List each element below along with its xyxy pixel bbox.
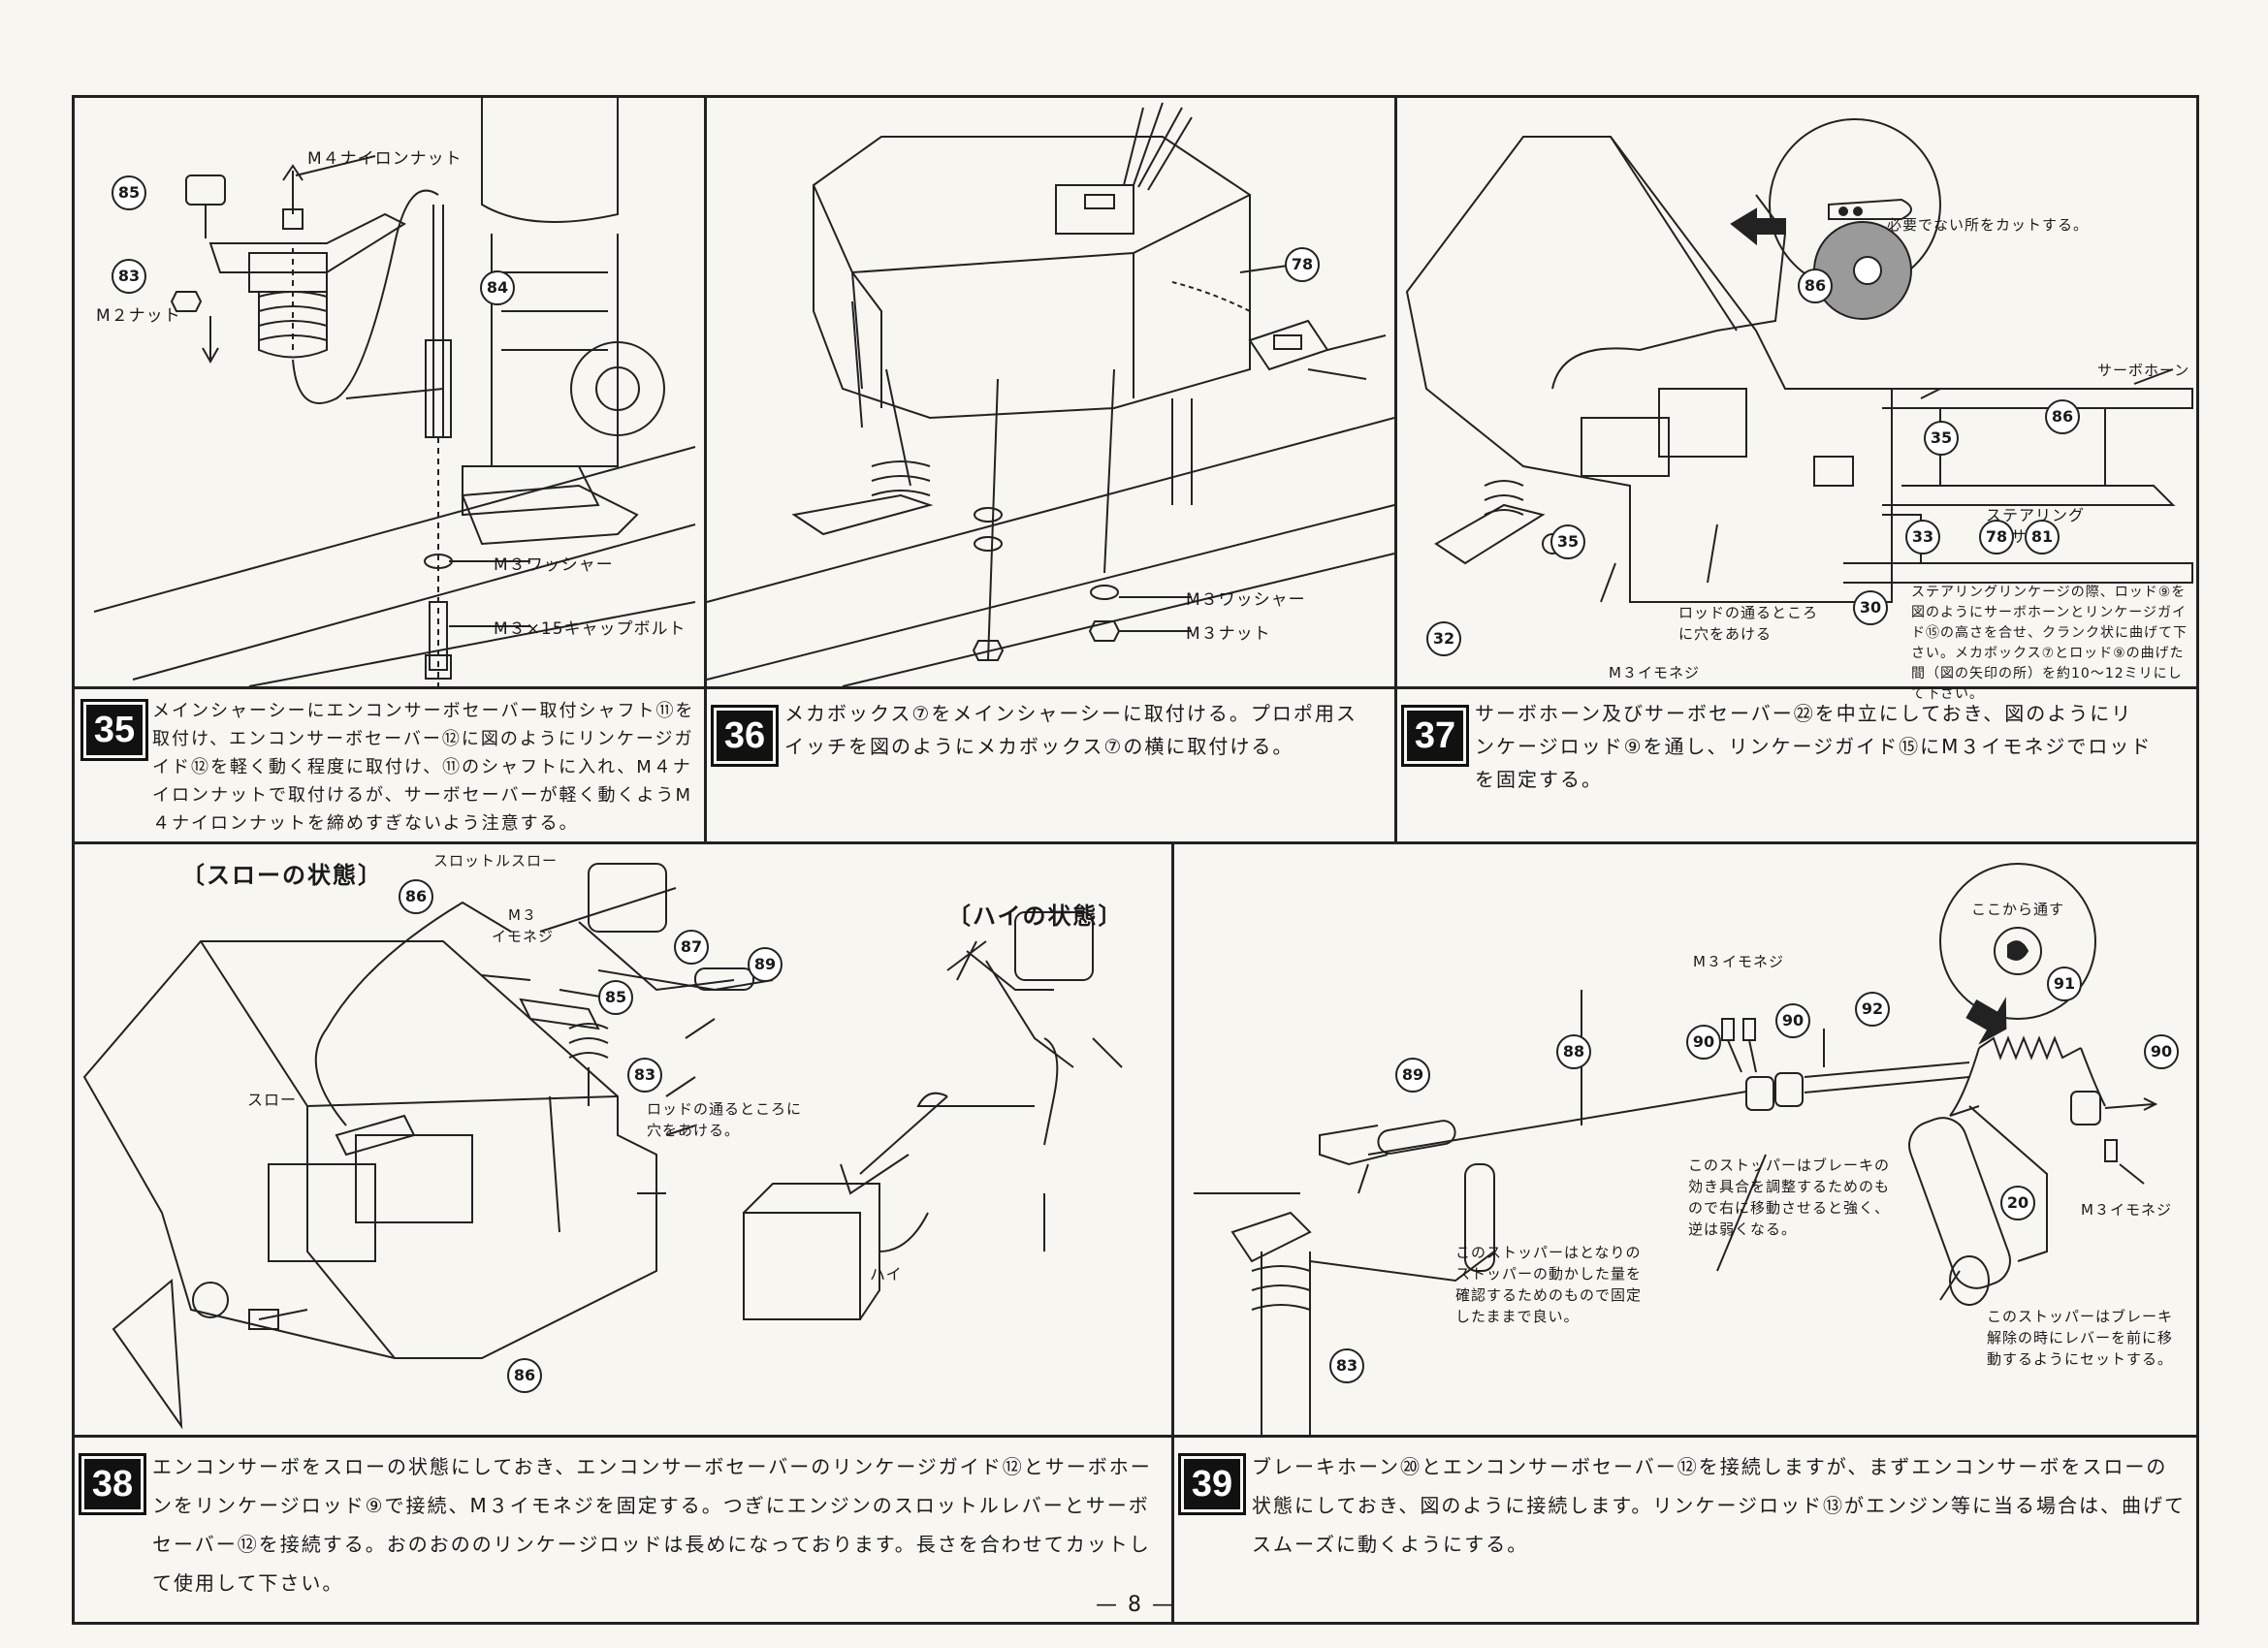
- label-m3-39-a: M３イモネジ: [1693, 953, 1784, 970]
- title-high-state: 〔ハイの状態〕: [947, 903, 1124, 930]
- part-86-38-b: 86: [507, 1358, 542, 1393]
- title-slow-state: 〔スローの状態〕: [181, 862, 383, 889]
- part-92: 92: [1855, 992, 1890, 1027]
- part-88: 88: [1556, 1034, 1591, 1069]
- divider-row1: [72, 686, 2199, 689]
- part-20: 20: [2000, 1186, 2035, 1220]
- part-90-c: 90: [2144, 1034, 2179, 1069]
- part-86-37-b: 86: [2045, 399, 2080, 434]
- step-text: サーボホーン及びサーボセーバー㉒を中立にしておき、図のようにリンケージロッド⑨を…: [1475, 702, 2153, 791]
- step-35: 35 メインシャーシーにエンコンサーボセーバー取付シャフト⑪を取付け、エンコンサ…: [75, 689, 704, 841]
- label-cap-bolt: M３×15キャップボルト: [494, 619, 687, 639]
- page-number: — 8 —: [1096, 1593, 1175, 1617]
- label-cut: 必要でない所をカットする。: [1887, 216, 2090, 234]
- part-90-a: 90: [1686, 1025, 1721, 1060]
- part-35-37-a: 35: [1924, 421, 1959, 456]
- step-38: 38 エンコンサーボをスローの状態にしておき、エンコンサーボセーバーのリンケージ…: [75, 1438, 1171, 1625]
- divider-bottom: [1171, 841, 1174, 1625]
- part-81: 81: [2025, 520, 2060, 555]
- steering-linkage-illustration: [1405, 118, 2193, 603]
- step-36: 36 メカボックス⑦をメインシャーシーに取付ける。プロポ用スイッチを図のようにメ…: [707, 689, 1394, 841]
- diagram-38: 〔スローの状態〕 スロットルスロー 86 M３ イモネジ 87 89 85 83…: [75, 844, 1171, 1435]
- step-37: 37 サーボホーン及びサーボセーバー㉒を中立にしておき、図のようにリンケージロッ…: [1397, 689, 2199, 841]
- label-slow: スロー: [247, 1091, 298, 1109]
- part-83: 83: [112, 259, 146, 294]
- label-m3-39-b: M３イモネジ: [2081, 1201, 2172, 1219]
- step-number: 38: [79, 1453, 146, 1515]
- label-washer: M３ワッシャー: [494, 555, 614, 575]
- step-text: メカボックス⑦をメインシャーシーに取付ける。プロポ用スイッチを図のようにメカボッ…: [784, 702, 1358, 758]
- part-78-37: 78: [1979, 520, 2014, 555]
- diagram-39: ここから通す M３イモネジ 92 91 88 90 90 90 89 このストッ…: [1174, 844, 2199, 1435]
- label-servo-horn: サーボホーン: [2097, 362, 2190, 379]
- engine-servo-saver-illustration: [93, 98, 696, 689]
- step-text: エンコンサーボをスローの状態にしておき、エンコンサーボセーバーのリンケージガイド…: [152, 1455, 1152, 1595]
- diagram-35: M４ナイロンナット 85 83 M２ナット 84 M３ワッシャー M３×15キャ…: [75, 98, 704, 689]
- label-m2-nut: M２ナット: [96, 306, 181, 326]
- part-86-38-a: 86: [399, 879, 433, 914]
- part-87: 87: [674, 930, 709, 965]
- label-setscrew-37: M３イモネジ: [1609, 664, 1700, 681]
- step-number: 37: [1401, 705, 1469, 767]
- part-83-39: 83: [1329, 1348, 1364, 1383]
- stopper-note-1: このストッパーはブレーキの 効き具合を調整するためのも ので右に移動させると強く…: [1688, 1157, 1891, 1238]
- steering-note: ステアリングリンケージの際、ロッド⑨を図のようにサーボホーンとリンケージガイド⑮…: [1911, 585, 2188, 702]
- step-39: 39 ブレーキホーン⑳とエンコンサーボセーバー⑫を接続しますが、まずエンコンサー…: [1174, 1438, 2199, 1625]
- step-text: メインシャーシーにエンコンサーボセーバー取付シャフト⑪を取付け、エンコンサーボセ…: [152, 701, 695, 834]
- divider-top-2: [1394, 95, 1397, 843]
- part-84: 84: [480, 270, 515, 305]
- part-89-38: 89: [748, 947, 783, 982]
- stopper-note-3: このストッパーはブレーキ 解除の時にレバーを前に移 動するようにセットする。: [1987, 1308, 2174, 1368]
- label-hole-37: ロッドの通るところ に穴をあける: [1678, 604, 1819, 643]
- part-90-b: 90: [1775, 1003, 1810, 1038]
- throttle-linkage-illustration: [82, 863, 1123, 1430]
- diagram-37: 必要でない所をカットする。 86 サーボホーン 35 86 ステアリング サーボ…: [1397, 98, 2199, 702]
- label-m3-38: M３ イモネジ: [492, 906, 555, 945]
- part-33: 33: [1905, 520, 1940, 555]
- stopper-note-2: このストッパーはとなりの ストッパーの動かした量を 確認するためのもので固定 し…: [1455, 1244, 1643, 1325]
- mecha-box-illustration: [706, 102, 1395, 687]
- part-86-37: 86: [1798, 269, 1833, 303]
- part-83-38: 83: [627, 1058, 662, 1093]
- divider-top-1: [704, 95, 707, 843]
- part-91: 91: [2047, 967, 2082, 1001]
- divider-row2: [72, 841, 2199, 844]
- part-32: 32: [1426, 621, 1461, 656]
- label-pass-here: ここから通す: [1971, 901, 2065, 918]
- label-nylon-nut: M４ナイロンナット: [307, 149, 463, 169]
- page-frame: [72, 95, 2199, 1625]
- step-number: 35: [80, 699, 148, 761]
- part-89-39: 89: [1395, 1058, 1430, 1093]
- label-hole-38: ロッドの通るところに 穴をあける。: [647, 1100, 803, 1139]
- divider-row3: [72, 1435, 2199, 1438]
- part-78: 78: [1285, 247, 1320, 282]
- diagram-36: 78 M３ワッシャー M３ナット: [706, 98, 1395, 687]
- step-number: 36: [711, 705, 779, 767]
- label-throttle-slow: スロットルスロー: [433, 852, 559, 870]
- label-high: ハイ: [870, 1265, 903, 1284]
- part-85-38: 85: [598, 980, 633, 1015]
- part-30: 30: [1853, 590, 1888, 625]
- part-85: 85: [112, 175, 146, 210]
- step-text: ブレーキホーン⑳とエンコンサーボセーバー⑫を接続しますが、まずエンコンサーボをス…: [1252, 1455, 2186, 1556]
- step-number: 39: [1178, 1453, 1246, 1515]
- part-35-37-b: 35: [1550, 524, 1585, 559]
- label-nut-36: M３ナット: [1186, 624, 1271, 644]
- label-washer-36: M３ワッシャー: [1186, 590, 1306, 610]
